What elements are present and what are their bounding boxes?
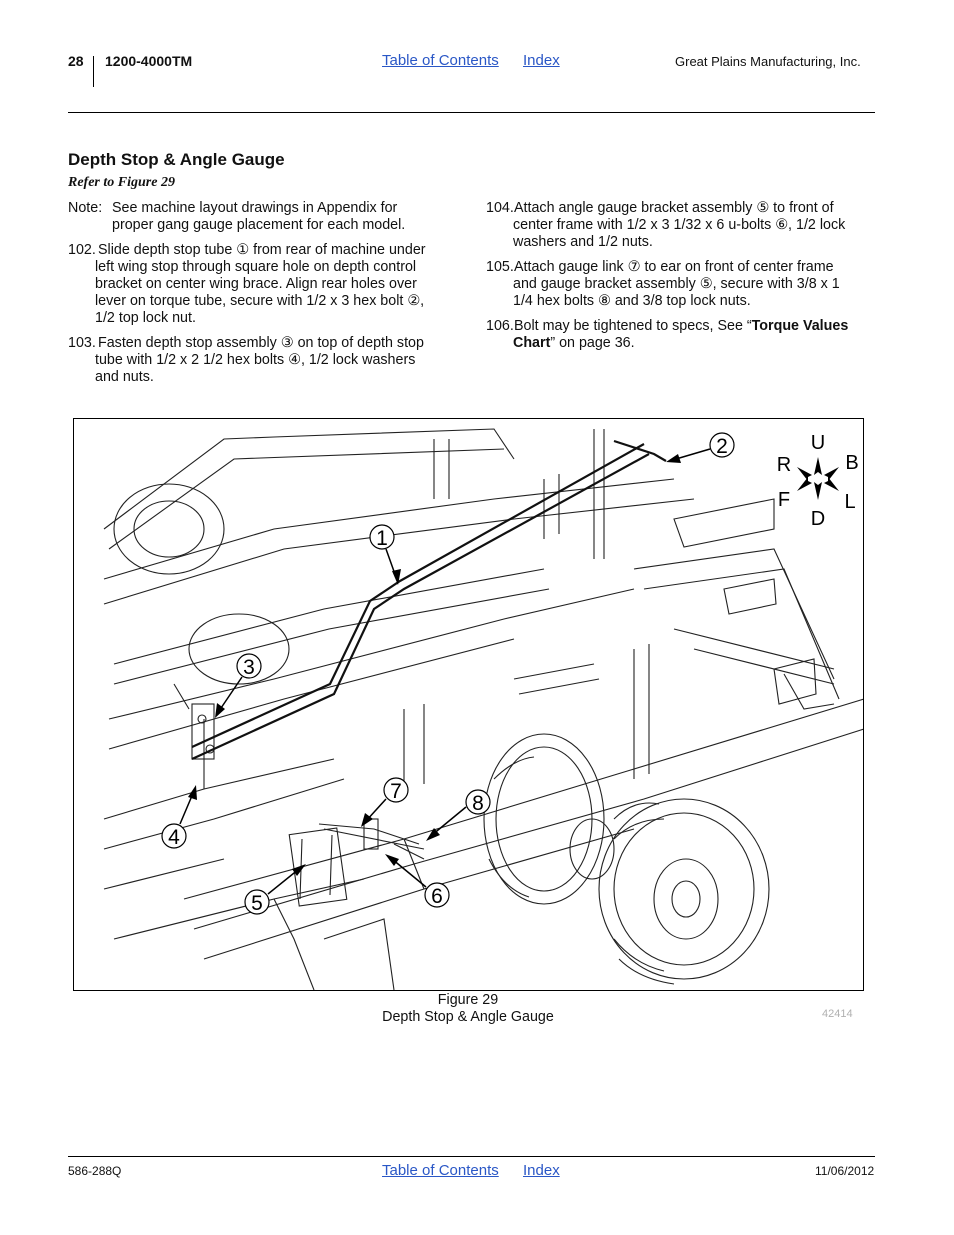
note-line-2: proper gang gauge placement for each mod… [112, 217, 406, 233]
note-line-1: See machine layout drawings in Appendix … [112, 200, 398, 216]
svg-text:2: 2 [716, 435, 728, 458]
publication-date: 11/06/2012 [815, 1164, 875, 1178]
figure-reference: Refer to Figure 29 [68, 175, 175, 190]
step-line: bracket on center wing brace. Align rear… [95, 276, 417, 292]
svg-text:8: 8 [472, 792, 484, 815]
svg-text:3: 3 [243, 656, 255, 679]
torque-values-link-text: Torque Values [751, 318, 849, 334]
header-toc-link[interactable]: Table of Contents [382, 52, 499, 69]
svg-text:D: D [811, 508, 825, 530]
callout-3: 3 [215, 653, 262, 718]
svg-text:U: U [811, 432, 825, 454]
svg-text:F: F [778, 489, 790, 511]
step-number: 102. [68, 242, 96, 258]
step-line: Attach gauge link ⑦ to ear on front of c… [514, 259, 834, 275]
header-divider [93, 56, 94, 87]
step-line: and nuts. [95, 369, 154, 385]
note-label: Note: [68, 200, 103, 216]
page-number: 28 [68, 53, 84, 69]
svg-text:5: 5 [251, 892, 263, 915]
machine-drawing: 1 2 3 4 [103, 428, 863, 990]
header-index-link[interactable]: Index [523, 52, 560, 69]
step-line: center frame with 1/2 x 3 1/32 x 6 u-bol… [513, 217, 846, 233]
svg-text:4: 4 [168, 826, 180, 849]
callout-2: 2 [666, 432, 735, 463]
callout-8: 8 [426, 789, 491, 841]
footer-toc-link[interactable]: Table of Contents [382, 1162, 499, 1179]
svg-text:B: B [845, 452, 858, 474]
figure-caption-number: Figure 29 [437, 992, 499, 1008]
compass-icon: U D R B F L [777, 432, 859, 530]
step-line: lever on torque tube, secure with 1/2 x … [95, 293, 425, 309]
step-number: 105. [486, 259, 514, 275]
step-line: Fasten depth stop assembly ③ on top of d… [98, 335, 424, 351]
step-line: Bolt may be tightened to specs, See “ [514, 318, 752, 334]
model-number: 1200-4000TM [105, 53, 193, 69]
svg-text:L: L [844, 491, 855, 513]
step-line: ” on page 36. [550, 335, 635, 351]
callout-5: 5 [244, 864, 306, 915]
svg-text:1: 1 [376, 527, 388, 550]
footer-rule [68, 1156, 875, 1157]
document-number: 586-288Q [68, 1164, 122, 1178]
chart-link-text: Chart [513, 335, 551, 351]
callout-1: 1 [369, 524, 401, 585]
figure-29: 1 2 3 4 [73, 418, 864, 991]
svg-text:7: 7 [390, 780, 402, 803]
company-name: Great Plains Manufacturing, Inc. [675, 54, 861, 69]
step-line: 1/4 hex bolts ⑧ and 3/8 top lock nuts. [513, 293, 751, 309]
step-line: Attach angle gauge bracket assembly ⑤ to… [514, 200, 834, 216]
figure-caption-title: Depth Stop & Angle Gauge [382, 1009, 554, 1025]
step-line: washers and 1/2 nuts. [513, 234, 653, 250]
callout-6: 6 [385, 854, 450, 908]
step-number: 106. [486, 318, 514, 334]
figure-id: 42414 [822, 1008, 853, 1020]
callout-7: 7 [361, 777, 409, 827]
step-line: and gauge bracket assembly ⑤, secure wit… [513, 276, 840, 292]
svg-text:6: 6 [431, 885, 443, 908]
step-line: 1/2 top lock nut. [95, 310, 196, 326]
step-number: 103. [68, 335, 96, 351]
svg-text:R: R [777, 454, 791, 476]
header-rule [68, 112, 875, 113]
section-title: Depth Stop & Angle Gauge [68, 150, 285, 169]
step-number: 104. [486, 200, 514, 216]
step-line: left wing stop through square hole on de… [95, 259, 417, 275]
step-line: tube with 1/2 x 2 1/2 hex bolts ④, 1/2 l… [95, 352, 416, 368]
footer-index-link[interactable]: Index [523, 1162, 560, 1179]
callout-4: 4 [161, 785, 197, 849]
step-line: Slide depth stop tube ① from rear of mac… [98, 242, 426, 258]
